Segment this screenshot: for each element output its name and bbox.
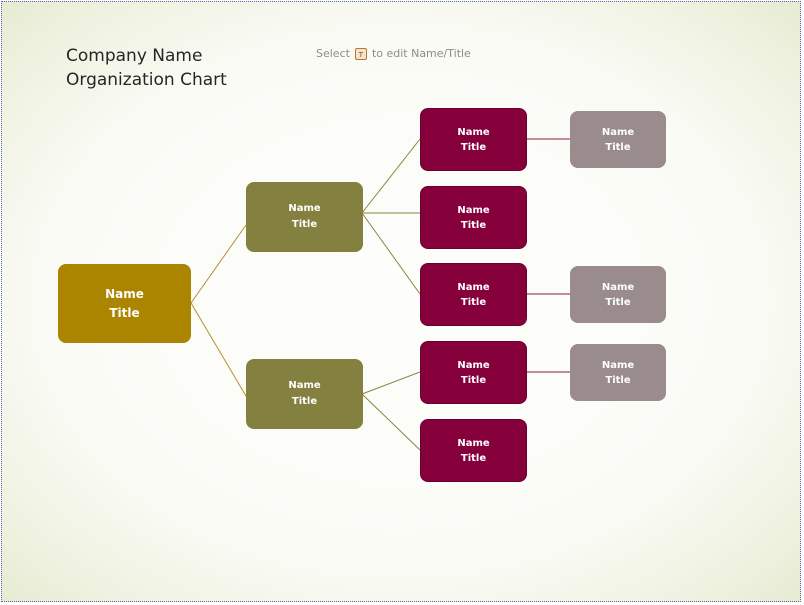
node-title: Title: [605, 374, 631, 386]
connector-manager-1-staff-3: [361, 212, 421, 295]
hint-suffix: to edit Name/Title: [371, 47, 471, 60]
node-name: Name: [457, 359, 490, 371]
org-node-staff-5[interactable]: Name Title: [420, 419, 527, 482]
node-name: Name: [457, 437, 490, 449]
org-node-assistant-3[interactable]: Name Title: [570, 344, 666, 401]
org-node-assistant-2[interactable]: Name Title: [570, 266, 666, 323]
hint-prefix: Select: [316, 47, 350, 60]
node-name: Name: [457, 204, 490, 216]
connector-manager-1-staff-1: [361, 138, 421, 214]
node-title: Title: [460, 296, 487, 308]
connector-manager-2-staff-4: [361, 371, 421, 395]
connector-root-manager-1: [190, 224, 247, 304]
node-name: Name: [601, 281, 635, 293]
node-title: Title: [460, 452, 487, 464]
org-node-staff-1[interactable]: Name Title: [420, 108, 527, 171]
connector-manager-2-staff-5: [361, 393, 421, 451]
node-title: Title: [291, 219, 318, 230]
org-node-staff-3[interactable]: Name Title: [420, 263, 527, 326]
text-pane-icon[interactable]: T: [354, 47, 367, 60]
node-name: Name: [601, 126, 635, 138]
node-name: Name: [457, 281, 490, 293]
org-node-root[interactable]: Name Title: [58, 264, 191, 343]
node-name: Name: [601, 359, 635, 371]
org-node-staff-2[interactable]: Name Title: [420, 186, 527, 249]
node-title: Title: [109, 305, 140, 320]
node-name: Name: [288, 380, 321, 391]
node-name: Name: [288, 203, 321, 214]
connector-root-manager-2: [190, 302, 247, 397]
org-node-assistant-1[interactable]: Name Title: [570, 111, 666, 168]
edit-hint: Select T to edit Name/Title: [316, 47, 471, 60]
node-title: Title: [460, 219, 487, 231]
org-node-manager-1[interactable]: Name Title: [246, 182, 363, 252]
node-title: Title: [605, 296, 631, 308]
node-title: Title: [460, 374, 487, 386]
org-node-manager-2[interactable]: Name Title: [246, 359, 363, 429]
page-title: Company Name Organization Chart: [66, 46, 227, 90]
org-node-staff-4[interactable]: Name Title: [420, 341, 527, 404]
node-name: Name: [457, 126, 490, 138]
node-title: Title: [460, 141, 487, 153]
node-name: Name: [105, 286, 144, 301]
node-title: Title: [291, 396, 318, 407]
node-title: Title: [605, 141, 631, 153]
